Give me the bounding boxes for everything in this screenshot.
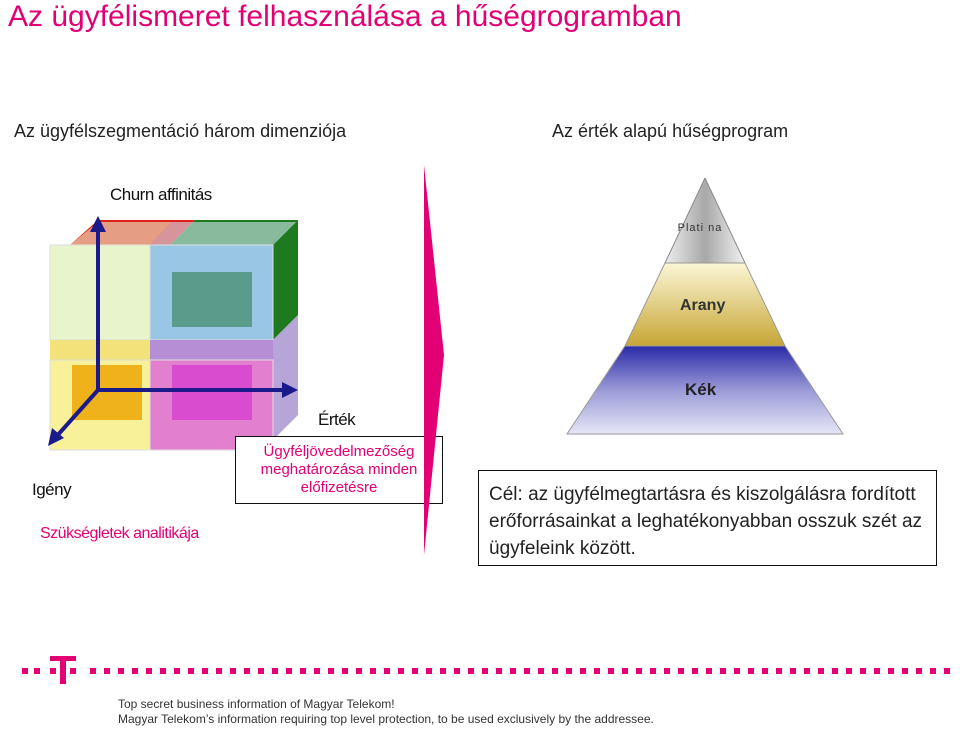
footer-dot: [426, 668, 432, 674]
loyalty-pyramid: [566, 178, 844, 435]
footer-dot: [944, 668, 950, 674]
footer-line-1: Top secret business information of Magya…: [118, 697, 395, 711]
footer-dot: [286, 668, 292, 674]
footer-dot: [860, 668, 866, 674]
footer-dot: [832, 668, 838, 674]
tier-platinum: [664, 178, 746, 264]
footer-dot: [202, 668, 208, 674]
footer-dot: [384, 668, 390, 674]
footer-dot: [118, 668, 124, 674]
footer-dot: [594, 668, 600, 674]
footer-dot: [664, 668, 670, 674]
divider-arrow-shape: [424, 165, 444, 555]
axis-label-churn: Churn affinitás: [110, 185, 212, 204]
footer-dot: [902, 668, 908, 674]
footer-dot: [538, 668, 544, 674]
cube-band-purple: [150, 340, 273, 360]
needs-analytics-label: Szükségletek analitikája: [40, 525, 199, 542]
footer-dot: [132, 668, 138, 674]
footer-dot: [244, 668, 250, 674]
footer-dot: [566, 668, 572, 674]
footer-dot: [314, 668, 320, 674]
axis-label-needs: Igény: [32, 480, 72, 499]
footer-dot: [146, 668, 152, 674]
footer-dot: [328, 668, 334, 674]
footer-dot: [412, 668, 418, 674]
footer-dot: [272, 668, 278, 674]
footer-dot: [342, 668, 348, 674]
footer-dot: [608, 668, 614, 674]
cube-side-lavender: [273, 315, 298, 440]
footer-dot: [580, 668, 586, 674]
axis-needs: [54, 388, 100, 439]
cube-side-green: [273, 220, 298, 340]
footer-dot: [398, 668, 404, 674]
footer-dot: [622, 668, 628, 674]
tier-label-blue: Kék: [685, 380, 717, 399]
footer-dot: [356, 668, 362, 674]
footer-dot: [678, 668, 684, 674]
footer-dot: [930, 668, 936, 674]
footer-dot: [706, 668, 712, 674]
footer-dot: [90, 668, 96, 674]
goal-text: Cél: az ügyfélmegtartásra és kiszolgálás…: [489, 484, 923, 559]
footer-dot: [216, 668, 222, 674]
footer-dot: [692, 668, 698, 674]
footer-dot: [300, 668, 306, 674]
footer-dot: [370, 668, 376, 674]
footer-dot: [482, 668, 488, 674]
footer-dot: [468, 668, 474, 674]
footer-dot: [440, 668, 446, 674]
goal-box: Cél: az ügyfélmegtartásra és kiszolgálás…: [478, 470, 937, 566]
page-title: Az ügyfélismeret felhasználása a hűségro…: [8, 0, 682, 33]
footer-dot: [916, 668, 922, 674]
footer-dot: [160, 668, 166, 674]
footer-dot: [258, 668, 264, 674]
tier-label-platinum: Plati na: [677, 222, 723, 234]
footer-dot: [804, 668, 810, 674]
footer-dot: [720, 668, 726, 674]
footer-dot: [104, 668, 110, 674]
left-heading: Az ügyfélszegmentáció három dimenziója: [14, 121, 347, 141]
footer-dot: [230, 668, 236, 674]
tier-label-gold: Arany: [680, 297, 726, 314]
footer-dot: [496, 668, 502, 674]
footer-dot: [874, 668, 880, 674]
footer-dot: [636, 668, 642, 674]
footer-dot: [888, 668, 894, 674]
footer-dot: [174, 668, 180, 674]
cube-cell-inner-teal: [172, 272, 252, 327]
footer-dot: [776, 668, 782, 674]
axis-label-value: Érték: [318, 410, 356, 429]
footer-dot: [552, 668, 558, 674]
footer-dot: [846, 668, 852, 674]
t-logo-stem: [60, 656, 66, 684]
footer-dot: [818, 668, 824, 674]
right-heading: Az érték alapú hűségprogram: [552, 121, 789, 141]
segmentation-cube-diagram: [48, 216, 298, 451]
footer-dot: [188, 668, 194, 674]
profitability-text: Ügyféljövedelmezőség meghatározása minde…: [260, 443, 418, 496]
tier-blue: [566, 345, 844, 435]
footer-line-2: Magyar Telekom’s information requiring t…: [118, 712, 654, 726]
footer-dot: [790, 668, 796, 674]
footer-dot: [748, 668, 754, 674]
footer-dot: [454, 668, 460, 674]
profitability-box: Ügyféljövedelmezőség meghatározása minde…: [235, 436, 443, 504]
cube-cell-orange: [72, 365, 142, 420]
footer-dot: [650, 668, 656, 674]
cube-cell-magenta: [172, 365, 252, 420]
footer-dot: [510, 668, 516, 674]
footer-dot: [762, 668, 768, 674]
footer-dot: [734, 668, 740, 674]
footer-dot: [524, 668, 530, 674]
footer-brand-band: [22, 656, 950, 684]
